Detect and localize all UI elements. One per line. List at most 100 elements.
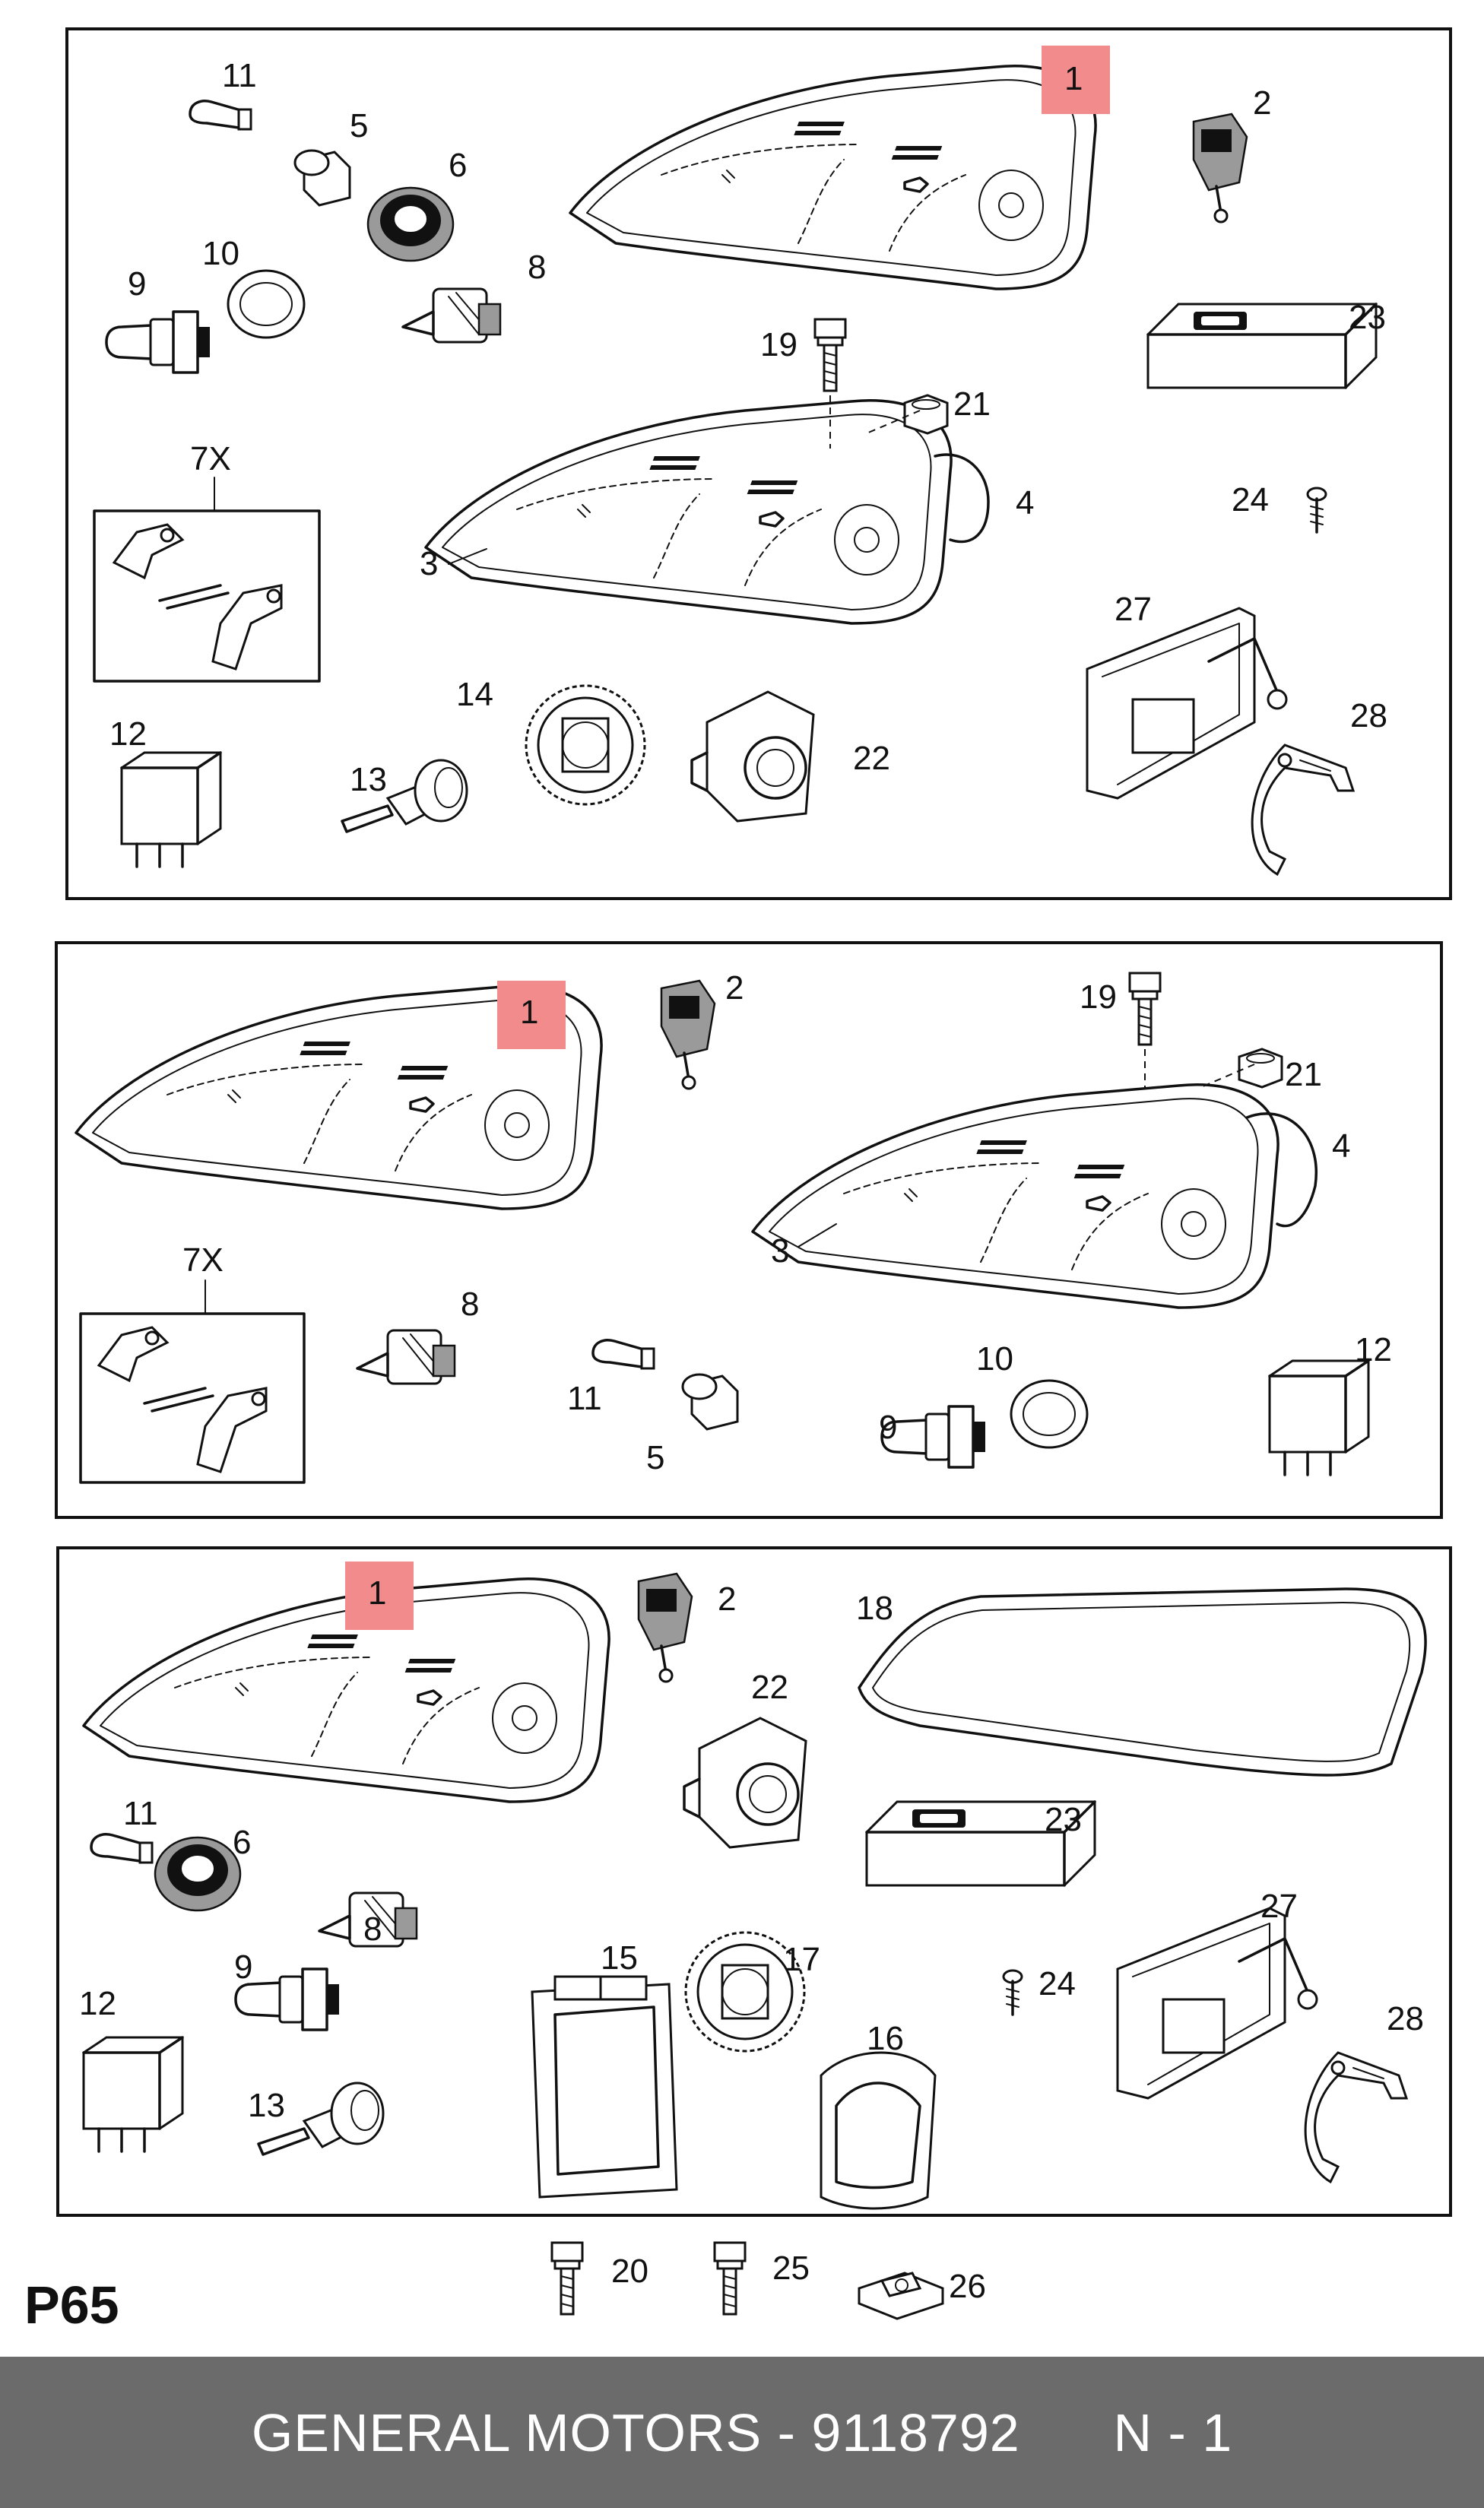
callout: 9 xyxy=(234,1948,252,1986)
callout: 18 xyxy=(856,1590,893,1627)
callout: 3 xyxy=(420,545,438,582)
callout: 6 xyxy=(449,147,467,184)
clip-nut-26 xyxy=(858,2272,944,2320)
callout: 9 xyxy=(128,265,146,303)
ring-10 xyxy=(227,269,306,339)
callout: 11 xyxy=(222,57,257,94)
callout: 3 xyxy=(771,1232,789,1270)
socket-5 xyxy=(681,1373,739,1431)
screw-24 xyxy=(1306,487,1327,534)
callout: 17 xyxy=(783,1941,820,1978)
nut-21 xyxy=(1238,1048,1283,1089)
bulb-11 xyxy=(591,1339,655,1370)
highlight-box xyxy=(497,981,566,1049)
callout: 1 xyxy=(1064,60,1083,97)
bulb-11 xyxy=(189,100,252,131)
ballast-23 xyxy=(1146,303,1378,389)
callout: 24 xyxy=(1038,1965,1076,2002)
highlight-box xyxy=(1042,46,1110,114)
clips-7x xyxy=(113,523,283,671)
callout: 10 xyxy=(976,1340,1013,1378)
clips-box xyxy=(93,509,321,683)
callout: 7X xyxy=(182,1241,224,1279)
callout: 19 xyxy=(760,326,797,363)
callout: 16 xyxy=(867,2020,904,2057)
callout: 10 xyxy=(202,235,239,272)
callout: 13 xyxy=(248,2087,285,2124)
footer-separator: - xyxy=(762,2402,812,2462)
callout: 8 xyxy=(363,1910,382,1948)
callout: 8 xyxy=(461,1286,479,1323)
bolt-19 xyxy=(813,318,847,392)
footer-bar: GENERAL MOTORS - 9118792 N - 1 xyxy=(0,2357,1484,2508)
actuator-2 xyxy=(1192,113,1248,224)
callout: 22 xyxy=(853,740,890,777)
headlamp-1-panel-1 xyxy=(569,64,1097,290)
gear-14 xyxy=(525,684,646,806)
callout: 13 xyxy=(350,761,387,798)
callout: 11 xyxy=(123,1795,158,1832)
callout: 4 xyxy=(1016,484,1034,522)
callout: 2 xyxy=(1253,84,1271,122)
lens-18 xyxy=(858,1587,1427,1777)
footer-gap xyxy=(1020,2402,1114,2463)
bulb-11 xyxy=(90,1833,154,1864)
footer-part-number: 9118792 xyxy=(811,2402,1020,2462)
relay-12 xyxy=(120,751,222,868)
actuator-2 xyxy=(660,979,716,1090)
cover-15 xyxy=(531,1975,678,2199)
igniter-22 xyxy=(690,690,815,823)
bracket-28 xyxy=(1304,2051,1408,2183)
headlamp-3-panel-2 xyxy=(751,1083,1279,1309)
igniter-22 xyxy=(683,1717,807,1849)
footer-quantity: N - 1 xyxy=(1113,2402,1233,2462)
callout: 6 xyxy=(233,1824,251,1861)
bulb-9 xyxy=(105,310,211,374)
bolt-19 xyxy=(1128,972,1162,1046)
callout: 27 xyxy=(1260,1888,1298,1925)
ring-10 xyxy=(1010,1379,1089,1449)
bracket-28 xyxy=(1251,744,1355,876)
clips-7x xyxy=(97,1326,268,1473)
bolt-20 xyxy=(550,2241,584,2316)
panel-3: 1 2 6 8 9 11 12 13 15 16 17 18 22 23 24 … xyxy=(56,1546,1452,2217)
callout: 22 xyxy=(751,1669,788,1706)
clips-box xyxy=(79,1312,306,1484)
callout: 1 xyxy=(368,1574,386,1612)
callout: 11 xyxy=(567,1380,602,1417)
callout: 12 xyxy=(79,1985,116,2022)
actuator-2 xyxy=(637,1572,693,1683)
socket-5 xyxy=(293,149,351,207)
relay-12 xyxy=(82,2036,184,2153)
nut-21 xyxy=(903,394,949,435)
callout: 8 xyxy=(528,249,546,286)
highlight-box xyxy=(345,1562,414,1630)
cap-6 xyxy=(154,1836,242,1912)
callout: 19 xyxy=(1080,978,1117,1016)
callout: 20 xyxy=(611,2253,648,2290)
level-motor-27 xyxy=(1116,1907,1318,2100)
callout: 24 xyxy=(1232,481,1269,518)
screw-24 xyxy=(1002,1969,1023,2016)
callout: 5 xyxy=(350,107,368,144)
callout: 2 xyxy=(718,1581,736,1618)
callout: 26 xyxy=(949,2268,986,2305)
footer-brand: GENERAL MOTORS xyxy=(251,2402,763,2462)
bulb-8 xyxy=(401,287,502,344)
callout: 4 xyxy=(1332,1127,1350,1165)
cover-16 xyxy=(820,2051,937,2210)
callout: 7X xyxy=(190,440,231,477)
callout: 14 xyxy=(456,676,493,713)
callout: 21 xyxy=(953,385,991,423)
callout: 5 xyxy=(646,1439,664,1476)
callout: 12 xyxy=(109,715,147,753)
callout: 27 xyxy=(1115,591,1152,628)
headlamp-3-panel-1 xyxy=(424,398,953,625)
callout: 12 xyxy=(1355,1331,1392,1368)
callout: 23 xyxy=(1349,299,1386,336)
callout: 21 xyxy=(1285,1056,1322,1093)
bolt-25 xyxy=(713,2241,747,2316)
callout: 25 xyxy=(772,2250,810,2287)
callout: 28 xyxy=(1350,697,1387,734)
relay-12 xyxy=(1268,1359,1370,1476)
